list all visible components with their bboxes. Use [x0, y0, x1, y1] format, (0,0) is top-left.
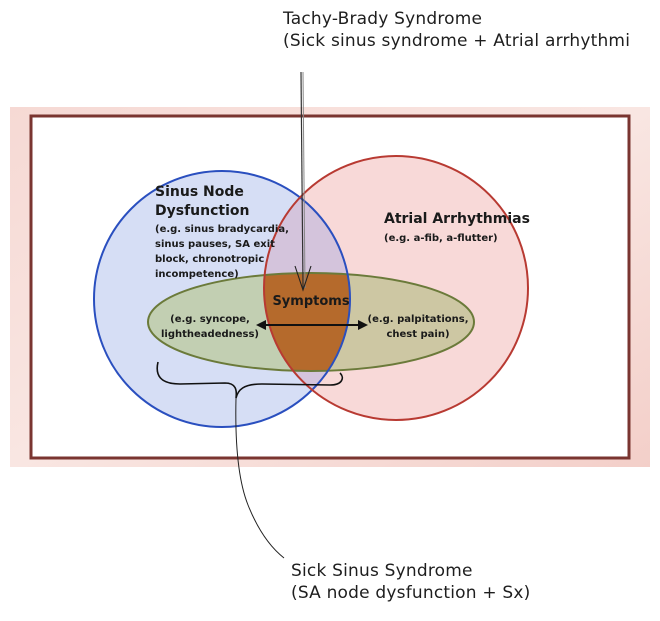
sinus-node-example-2: sinus pauses, SA exit — [155, 239, 275, 250]
tachy-brady-subtitle: (Sick sinus syndrome + Atrial arrhythmi — [283, 31, 631, 51]
tachy-brady-title: Tachy-Brady Syndrome — [283, 9, 483, 29]
symptoms-left-example-1: (e.g. syncope, — [170, 314, 250, 325]
sinus-node-example-1: (e.g. sinus bradycardia, — [155, 224, 289, 235]
symptoms-right-example-2: chest pain) — [386, 329, 449, 340]
sick-sinus-annotation: Sick Sinus Syndrome (SA node dysfunction… — [291, 560, 531, 604]
sick-sinus-title: Sick Sinus Syndrome — [291, 561, 473, 581]
atrial-title: Atrial Arrhythmias — [384, 211, 530, 227]
double-arrow-icon — [256, 320, 368, 330]
tachy-brady-annotation: Tachy-Brady Syndrome (Sick sinus syndrom… — [283, 8, 630, 52]
symptoms-left-example-2: lightheadedness) — [161, 329, 259, 340]
sinus-node-example-4: incompetence) — [155, 269, 239, 280]
sinus-node-circle-outline — [93, 170, 351, 428]
symptoms-central-overlap — [264, 273, 350, 371]
symptoms-ellipse-outline — [147, 272, 475, 372]
sick-sinus-subtitle: (SA node dysfunction + Sx) — [291, 583, 531, 603]
tachy-brady-pointer-arrow — [294, 71, 312, 292]
sinus-node-example-3: block, chronotropic — [155, 254, 264, 265]
sick-sinus-leader-line — [235, 397, 285, 559]
atrial-circle-outline — [263, 155, 529, 421]
symptoms-title: Symptoms — [272, 294, 349, 309]
sinus-node-title-1: Sinus Node — [155, 184, 244, 200]
atrial-examples: (e.g. a-fib, a-flutter) — [384, 233, 498, 244]
sinus-node-title-2: Dysfunction — [155, 203, 249, 219]
symptoms-right-example-1: (e.g. palpitations, — [368, 314, 469, 325]
